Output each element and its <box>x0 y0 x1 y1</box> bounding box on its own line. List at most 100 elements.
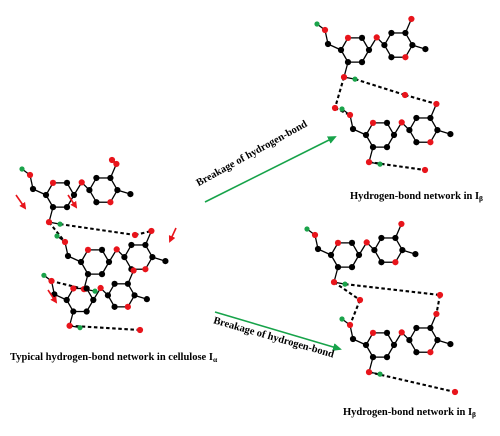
carbon-atom <box>406 337 413 344</box>
carbon-atom <box>334 264 342 271</box>
arrow-layer <box>15 136 342 351</box>
carbon-atom <box>390 131 398 139</box>
carbon-atom <box>402 29 409 37</box>
hydrogen-bond <box>333 281 361 301</box>
carbon-atom <box>29 185 37 193</box>
carbon-atom <box>348 264 356 271</box>
oxygen-atom <box>113 160 120 168</box>
carbon-atom <box>149 254 156 261</box>
oxygen-atom <box>401 91 409 99</box>
carbon-atom <box>83 285 90 292</box>
carbon-atom <box>399 247 406 254</box>
hydrogen-atom <box>304 226 310 232</box>
highlight-arrow <box>168 227 177 243</box>
carbon-atom <box>413 139 420 146</box>
carbon-atom <box>314 245 322 253</box>
carbon-atom <box>70 191 78 199</box>
carbon-atom <box>142 241 149 249</box>
oxygen-atom <box>136 326 144 334</box>
oxygen-atom <box>365 159 373 166</box>
carbon-atom <box>447 131 454 138</box>
carbon-atom <box>104 292 112 299</box>
carbon-atom <box>413 349 420 356</box>
carbon-atom <box>392 234 399 242</box>
oxygen-atom <box>346 321 354 329</box>
carbon-atom <box>365 46 373 54</box>
carbon-atom <box>371 247 378 254</box>
oxygen-atom <box>131 231 139 239</box>
highlight-arrow <box>15 194 27 210</box>
carbon-atom <box>355 251 363 259</box>
hydrogen-atom <box>41 272 47 278</box>
oxygen-atom <box>427 349 434 356</box>
hydrogen-atom <box>54 233 60 239</box>
oxygen-atom <box>369 119 377 126</box>
carbon-atom <box>378 234 385 242</box>
hydrogen-bond <box>48 221 66 243</box>
oxygen-atom <box>311 231 319 239</box>
oxygen-atom <box>356 296 364 304</box>
oxygen-atom <box>392 259 399 266</box>
upper-transition-arrow <box>204 136 337 203</box>
oxygen-atom <box>124 303 131 310</box>
oxygen-atom <box>408 15 415 23</box>
carbon-atom <box>162 258 169 265</box>
carbon-atom <box>86 187 93 194</box>
carbon-atom <box>413 324 420 332</box>
carbon-atom <box>111 303 118 310</box>
oxygen-atom <box>398 329 405 336</box>
carbon-atom <box>83 308 90 315</box>
oxygen-atom <box>330 279 338 286</box>
carbon-atom <box>70 308 77 315</box>
carbon-atom <box>143 296 150 303</box>
carbon-atom <box>369 354 377 361</box>
highlight-arrow <box>47 289 58 304</box>
carbon-atom <box>77 258 85 266</box>
hydrogen-bond <box>368 161 426 172</box>
carbon-atom <box>93 174 100 182</box>
carbon-atom <box>383 354 391 361</box>
oxygen-atom <box>130 267 137 274</box>
carbon-atom <box>337 46 345 54</box>
carbon-atom <box>124 280 131 287</box>
carbon-atom <box>369 144 377 151</box>
carbon-atom <box>114 187 121 194</box>
hydrogen-atom <box>352 76 358 82</box>
carbon-atom <box>107 174 114 182</box>
carbon-atom <box>434 337 441 344</box>
oxygen-atom <box>369 329 377 336</box>
oxygen-atom <box>331 104 339 112</box>
hydrogen-atom <box>339 106 345 112</box>
carbon-atom <box>327 251 335 259</box>
hydrogen-bond <box>344 283 441 297</box>
carbon-atom <box>427 114 434 122</box>
carbon-atom <box>348 239 356 246</box>
carbon-atom <box>63 204 71 211</box>
carbon-atom <box>84 271 92 278</box>
carbon-atom <box>49 204 57 211</box>
carbon-atom <box>447 341 454 348</box>
carbon-atom <box>434 127 441 134</box>
oxygen-atom <box>66 322 73 329</box>
hydrogen-atom <box>19 166 25 172</box>
oxygen-atom <box>433 100 440 108</box>
hydrogen-bond <box>59 223 136 237</box>
oxygen-atom <box>26 171 34 179</box>
oxygen-atom <box>398 220 405 228</box>
carbon-atom <box>105 258 113 266</box>
oxygen-atom <box>61 238 69 246</box>
oxygen-atom <box>340 74 348 81</box>
hydrogen-atom <box>92 288 98 294</box>
oxygen-atom <box>113 246 120 253</box>
highlight-arrow <box>67 194 78 209</box>
carbon-atom <box>412 251 419 258</box>
lower-transition-arrow <box>214 311 342 351</box>
oxygen-atom <box>346 111 354 119</box>
oxygen-atom <box>97 284 104 292</box>
carbon-atom <box>128 241 135 249</box>
oxygen-atom <box>436 291 444 299</box>
oxygen-atom <box>373 34 380 41</box>
hydrogen-atom <box>377 371 383 377</box>
